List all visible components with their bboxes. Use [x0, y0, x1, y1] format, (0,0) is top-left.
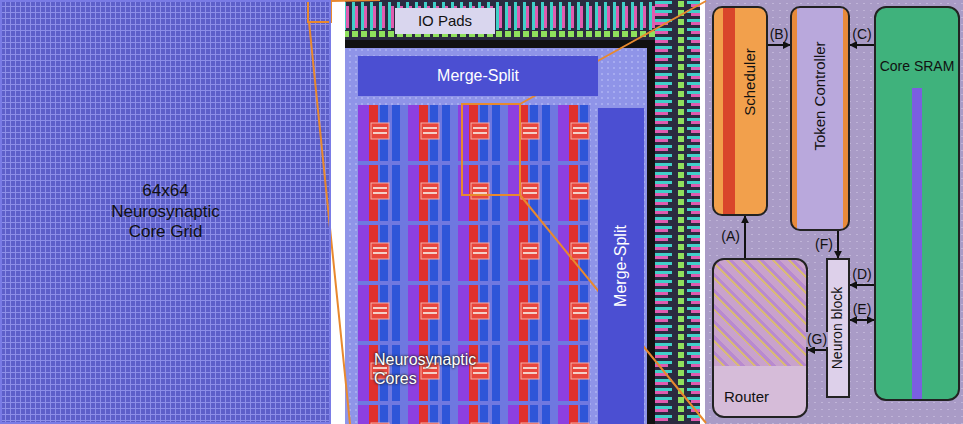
chip-edge: [345, 44, 651, 424]
token-controller-block: Token Controller: [790, 6, 850, 231]
block-label: Router: [724, 388, 769, 406]
block-label: Merge-Split: [612, 225, 630, 307]
callout-letter: (D): [851, 267, 872, 282]
signal-arrow: [768, 44, 790, 46]
zoom-box: [308, 1, 331, 22]
block-label: Neuron block: [830, 287, 845, 370]
callout-letter: (A): [720, 229, 741, 244]
callout-letter: (E): [852, 302, 873, 317]
block-label: Token Controller: [812, 42, 829, 151]
merge-split-band: Merge-Split: [358, 56, 598, 96]
block-label: Scheduler: [742, 48, 759, 116]
io-pad-ring: [655, 0, 700, 424]
callout-letter: (G): [806, 332, 828, 347]
block-label: 64x64 Neurosynaptic Core Grid: [103, 181, 228, 242]
callout-letter: (C): [851, 27, 872, 42]
callout-letter: (F): [814, 237, 834, 252]
scheduler-block: Scheduler: [712, 6, 768, 216]
signal-arrow: [850, 319, 874, 321]
router-block: Router: [712, 258, 808, 418]
callout-letter: (B): [769, 27, 790, 42]
merge-split-band: Merge-Split: [598, 108, 644, 424]
signal-arrow: [850, 284, 874, 286]
signal-arrow: [808, 349, 826, 351]
block-label: Core SRAM: [880, 58, 955, 75]
core-grid-panel: [0, 0, 331, 424]
core-detail-panel: [705, 0, 963, 424]
io-pads-label: IO Pads: [395, 8, 495, 34]
block-label: Neurosynaptic Cores: [374, 350, 494, 388]
signal-arrow: [850, 44, 874, 46]
signal-arrow: [837, 231, 839, 258]
signal-arrow: [744, 216, 746, 258]
neuron-block: Neuron block: [826, 258, 850, 398]
block-label: IO Pads: [418, 12, 472, 30]
chip-corner-panel: [345, 0, 700, 424]
core-grid: 64x64 Neurosynaptic Core Grid: [0, 0, 331, 424]
block-label: Merge-Split: [437, 66, 519, 85]
core-sram-block: Core SRAM: [874, 6, 960, 401]
core-array: [358, 105, 590, 424]
zoom-box: [462, 104, 520, 195]
core-array-region: Neurosynaptic Cores: [358, 105, 590, 424]
